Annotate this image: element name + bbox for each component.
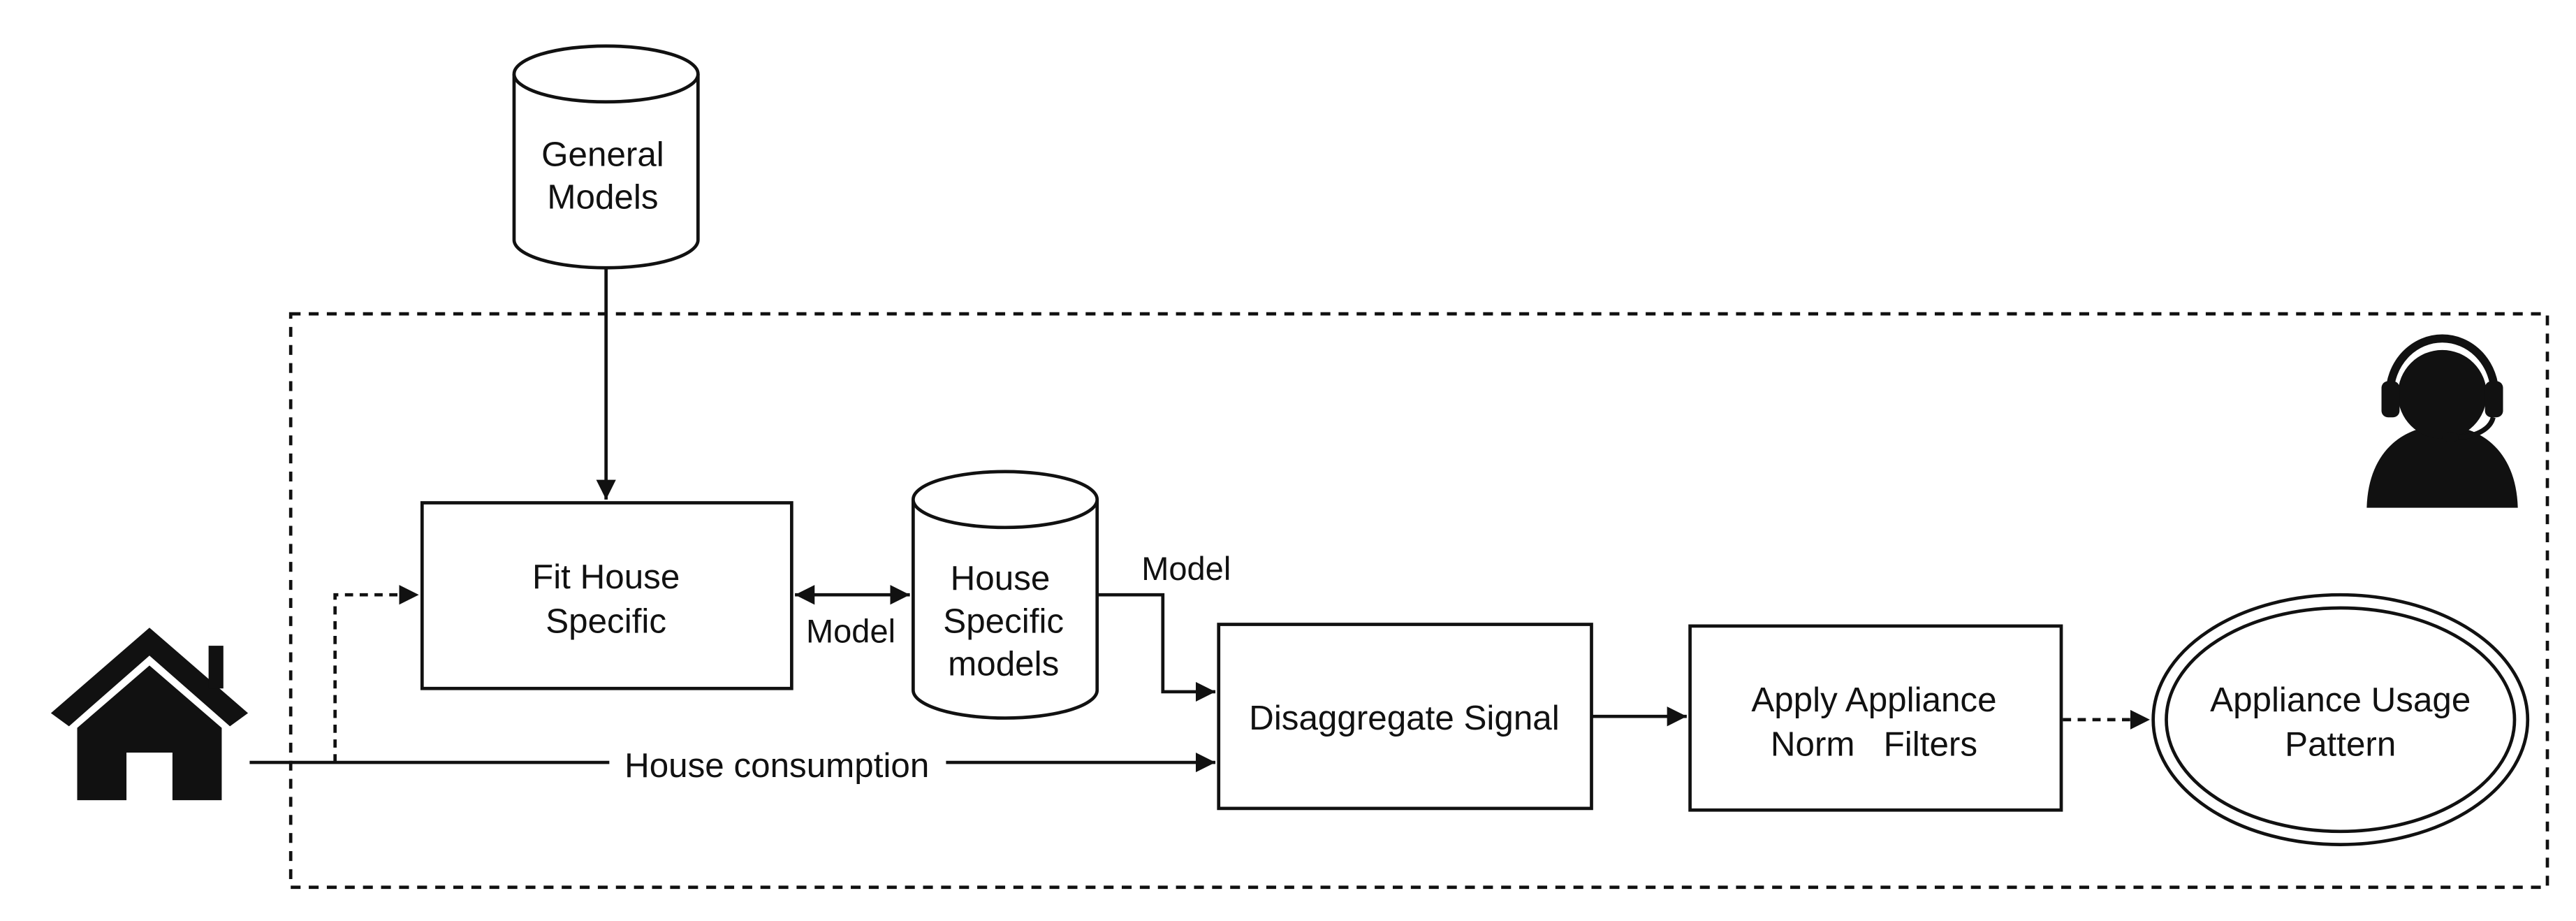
system-boundary — [288, 312, 2549, 890]
appliance-usage-pattern-node: Appliance Usage Pattern — [2151, 593, 2530, 846]
apply-filters-label-line2: Norm Filters — [1771, 725, 1977, 764]
model-label-right: Model — [1141, 550, 1231, 587]
house-consumption-label: House consumption — [624, 746, 929, 785]
house-icon — [50, 628, 249, 801]
model-label-left: Model — [806, 612, 895, 649]
usage-pattern-label-line2: Pattern — [2285, 725, 2396, 764]
general-models-label-line1: General — [541, 135, 664, 173]
house-specific-label-line1: House — [951, 559, 1051, 597]
usage-pattern-label-line1: Appliance Usage — [2210, 681, 2471, 719]
house-consumption-label-bg — [609, 742, 946, 783]
apply-filters-label-line1: Apply Appliance — [1751, 681, 1996, 719]
arrow-models-to-disaggregate — [1097, 593, 1216, 702]
house-specific-models-database: House Specific models — [912, 470, 1099, 720]
general-models-database: General Models — [512, 44, 700, 270]
disaggregate-label: Disaggregate Signal — [1249, 699, 1560, 737]
fit-house-label-line2: Specific — [546, 602, 666, 640]
fit-house-specific-box: Fit House Specific — [420, 501, 793, 690]
house-specific-label-line2: Specific — [943, 602, 1064, 640]
arrow-consumption-to-fit — [333, 585, 419, 763]
apply-filters-box: Apply Appliance Norm Filters — [1688, 624, 2063, 812]
general-models-label-line2: Models — [547, 178, 658, 217]
fit-house-label-line1: Fit House — [532, 558, 680, 596]
headset-operator-icon — [2366, 334, 2518, 508]
house-specific-label-line3: models — [948, 644, 1059, 683]
disaggregate-signal-box: Disaggregate Signal — [1217, 623, 1593, 811]
